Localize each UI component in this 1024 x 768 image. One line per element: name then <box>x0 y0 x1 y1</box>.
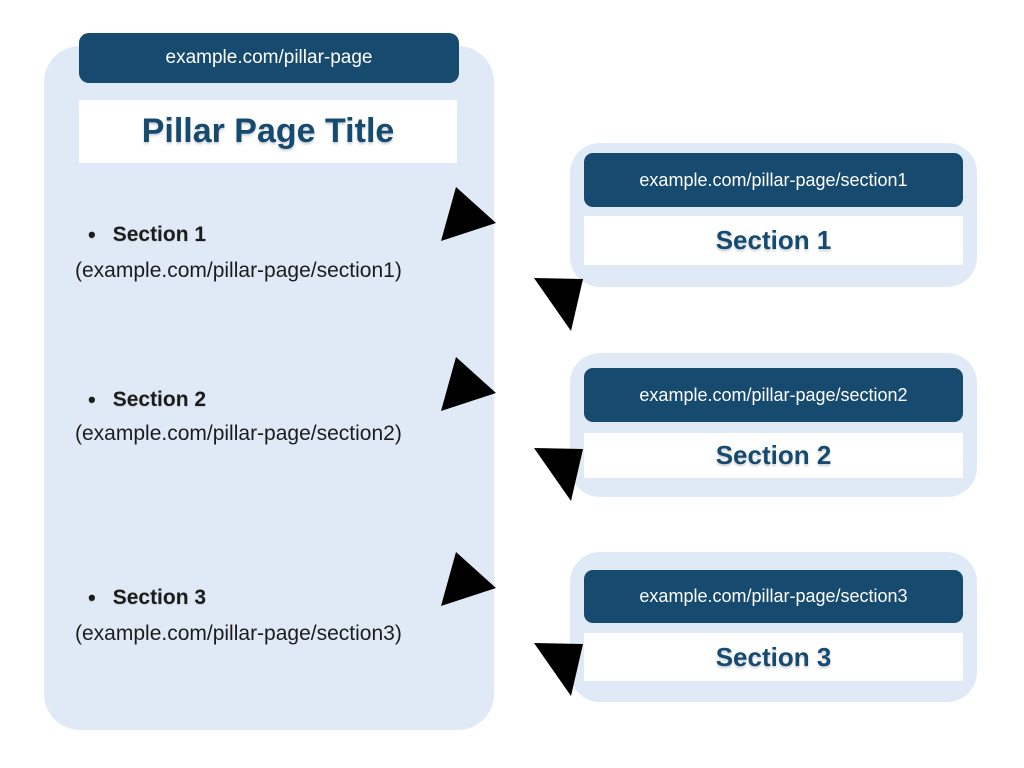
section-card-3-title-box: Section 3 <box>584 633 963 681</box>
section-card-1-title-box: Section 1 <box>584 216 963 265</box>
section-card-1-url-text: example.com/pillar-page/section1 <box>639 169 908 190</box>
section-card-1-url-bar: example.com/pillar-page/section1 <box>584 153 963 207</box>
section-card-3-url-text: example.com/pillar-page/section3 <box>639 586 908 606</box>
section-card-2-url-text: example.com/pillar-page/section2 <box>639 384 908 405</box>
section-card-3-title-text: Section 3 <box>715 641 832 672</box>
pillar-list-item-3: • Section 3 <box>88 583 206 613</box>
pillar-list-item-1-url: (example.com/pillar-page/section1) <box>75 259 402 282</box>
pillar-list-item-3-url: (example.com/pillar-page/section3) <box>75 622 402 645</box>
pillar-url-bar: example.com/pillar-page <box>79 33 459 83</box>
sync-arrows-icon <box>441 357 590 501</box>
bullet-icon: • <box>88 585 96 610</box>
section-card-1-title-text: Section 1 <box>715 225 832 255</box>
pillar-title-text: Pillar Page Title <box>141 112 395 150</box>
section-card-2-title-text: Section 2 <box>715 440 832 470</box>
bullet-icon: • <box>88 387 96 412</box>
pillar-list-item-2-url: (example.com/pillar-page/section2) <box>75 422 402 445</box>
pillar-url-text: example.com/pillar-page <box>165 47 373 68</box>
section-card-3-url-bar: example.com/pillar-page/section3 <box>584 570 963 623</box>
bullet-icon: • <box>88 222 96 247</box>
pillar-list-item-2-label: Section 2 <box>112 388 207 411</box>
sync-arrows-icon <box>441 187 590 331</box>
pillar-list-item-2: • Section 2 <box>88 385 206 415</box>
pillar-title-box: Pillar Page Title <box>79 100 457 163</box>
pillar-list-item-1-label: Section 1 <box>112 223 207 246</box>
pillar-list-item-3-label: Section 3 <box>112 586 207 609</box>
section-card-2-title-box: Section 2 <box>584 433 963 478</box>
sync-arrows-icon <box>441 552 590 696</box>
section-card-2-url-bar: example.com/pillar-page/section2 <box>584 368 963 422</box>
pillar-list-item-1: • Section 1 <box>88 220 206 250</box>
